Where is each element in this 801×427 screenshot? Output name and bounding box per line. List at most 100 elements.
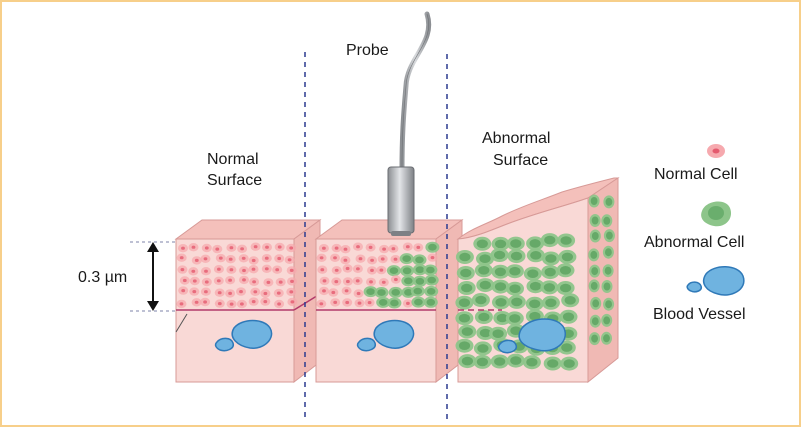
abnormal-cell-nucleus	[427, 288, 436, 295]
abnormal-cell-nucleus	[544, 236, 555, 245]
abnormal-cell-nucleus	[495, 268, 506, 277]
abnormal-cell-nucleus	[414, 299, 423, 306]
abnormal-cell-nucleus	[509, 284, 520, 293]
abnormal-cell-nucleus	[427, 299, 436, 306]
normal-cell-nucleus	[394, 258, 398, 261]
normal-cell-nucleus	[370, 259, 374, 262]
abnormal-cell-nucleus	[462, 327, 473, 336]
abnormal-cell-nucleus	[415, 257, 424, 264]
abnormal-cell-nucleus	[477, 344, 488, 353]
normal-cell-nucleus	[195, 259, 199, 262]
abnormal-cell-nucleus	[403, 267, 412, 274]
abnormal-cell-nucleus	[560, 266, 571, 275]
normal-cell-nucleus	[205, 246, 209, 249]
abnormal-cell-nucleus	[605, 267, 612, 275]
normal-cell-nucleus	[275, 268, 279, 271]
abnormal-cell-nucleus	[493, 329, 504, 338]
normal-cell-nucleus	[370, 269, 374, 272]
normal-cell-nucleus	[320, 268, 324, 271]
normal-cell-nucleus	[333, 301, 337, 304]
abnormal-cell-nucleus	[426, 267, 435, 274]
abnormal-cell-nucleus	[510, 356, 521, 365]
abnormal-cell-nucleus	[606, 198, 613, 206]
normal-cell-nucleus	[181, 247, 185, 250]
normal-tissue-block	[176, 220, 320, 382]
normal-cell-nucleus	[264, 292, 268, 295]
normal-cell-nucleus	[382, 248, 386, 251]
abnormal-cell-nucleus	[461, 284, 472, 293]
normal-cell-nucleus	[228, 279, 232, 282]
normal-cell-nucleus	[218, 302, 222, 305]
abnormal-cell-nucleus	[462, 357, 473, 366]
abnormal-cell-nucleus	[459, 314, 470, 323]
normal-cell-nucleus	[345, 289, 349, 292]
normal-cell-nucleus	[180, 302, 184, 305]
abnormal-cell-nucleus	[509, 314, 520, 323]
normal-cell-nucleus	[219, 257, 223, 260]
normal-cell-nucleus	[193, 279, 197, 282]
normal-surface-label: Surface	[207, 172, 262, 189]
normal-cell-nucleus	[277, 302, 281, 305]
normal-cell-nucleus	[252, 268, 256, 271]
abnormal-tissue-block	[455, 178, 618, 382]
normal-cell-nucleus	[346, 267, 350, 270]
abnormal-cell-nucleus	[591, 267, 598, 275]
abnormal-surface-label: Surface	[493, 152, 548, 169]
legend-normal-cell-icon	[707, 144, 725, 158]
normal-cell-nucleus	[380, 269, 384, 272]
normal-cell-nucleus	[322, 247, 326, 250]
abnormal-cell-nucleus	[404, 278, 413, 285]
normal-cell-nucleus	[265, 267, 269, 270]
abnormal-cell-nucleus	[562, 253, 573, 262]
abnormal-cell-nucleus	[591, 335, 598, 343]
abnormal-cell-nucleus	[366, 288, 375, 295]
normal-cell-nucleus	[392, 247, 396, 250]
abnormal-cell-nucleus	[379, 299, 388, 306]
normal-cell-nucleus	[215, 248, 219, 251]
abnormal-cell-nucleus	[459, 298, 470, 307]
blood-vessel	[232, 321, 271, 349]
normal-cell-nucleus	[416, 246, 420, 249]
abnormal-cell-nucleus	[478, 313, 489, 322]
normal-cell-nucleus	[183, 279, 187, 282]
abnormal-cell-nucleus	[494, 357, 505, 366]
normal-cell-nucleus	[204, 270, 208, 273]
normal-cell-nucleus	[252, 300, 256, 303]
depth-arrow-head-down	[147, 301, 159, 311]
normal-cell-nucleus	[290, 269, 294, 272]
abnormal-cell-nucleus	[592, 217, 599, 225]
depth-indicator: 0.3 µm	[78, 242, 178, 311]
normal-cell-nucleus	[322, 289, 326, 292]
abnormal-cell-nucleus	[459, 253, 470, 262]
abnormal-cell-nucleus	[477, 240, 488, 249]
probe-tip	[391, 231, 411, 236]
normal-cell-nucleus	[230, 268, 234, 271]
normal-cell-nucleus	[265, 246, 269, 249]
normal-cell-nucleus	[203, 300, 207, 303]
normal-cell-nucleus	[192, 246, 196, 249]
abnormal-cell-nucleus	[605, 300, 612, 308]
normal-cell-nucleus	[358, 302, 362, 305]
abnormal-cell-nucleus	[427, 277, 436, 284]
abnormal-cell-nucleus	[529, 300, 540, 309]
blood-vessel	[216, 338, 234, 350]
abnormal-cell-nucleus	[591, 282, 598, 290]
normal-cell-nucleus	[288, 258, 292, 261]
abnormal-cell-nucleus	[402, 255, 411, 262]
normal-cell-nucleus	[217, 279, 221, 282]
legend: Normal Cell Abnormal Cell Blood Vessel	[644, 144, 746, 323]
abnormal-cell-nucleus	[564, 359, 575, 368]
abnormal-cell-nucleus	[565, 296, 576, 305]
legend-abnormal-cell-icon	[701, 202, 731, 227]
abnormal-cell-nucleus	[561, 236, 572, 245]
normal-cell-nucleus	[242, 257, 246, 260]
probe-wire	[402, 14, 429, 170]
normal-cell-nucleus	[239, 290, 243, 293]
abnormal-cell-nucleus	[495, 282, 506, 291]
normal-cell-nucleus	[195, 301, 199, 304]
normal-cell-nucleus	[277, 257, 281, 260]
abnormal-cell-nucleus	[545, 299, 556, 308]
normal-cell-nucleus	[252, 259, 256, 262]
normal-cell-nucleus	[406, 245, 410, 248]
